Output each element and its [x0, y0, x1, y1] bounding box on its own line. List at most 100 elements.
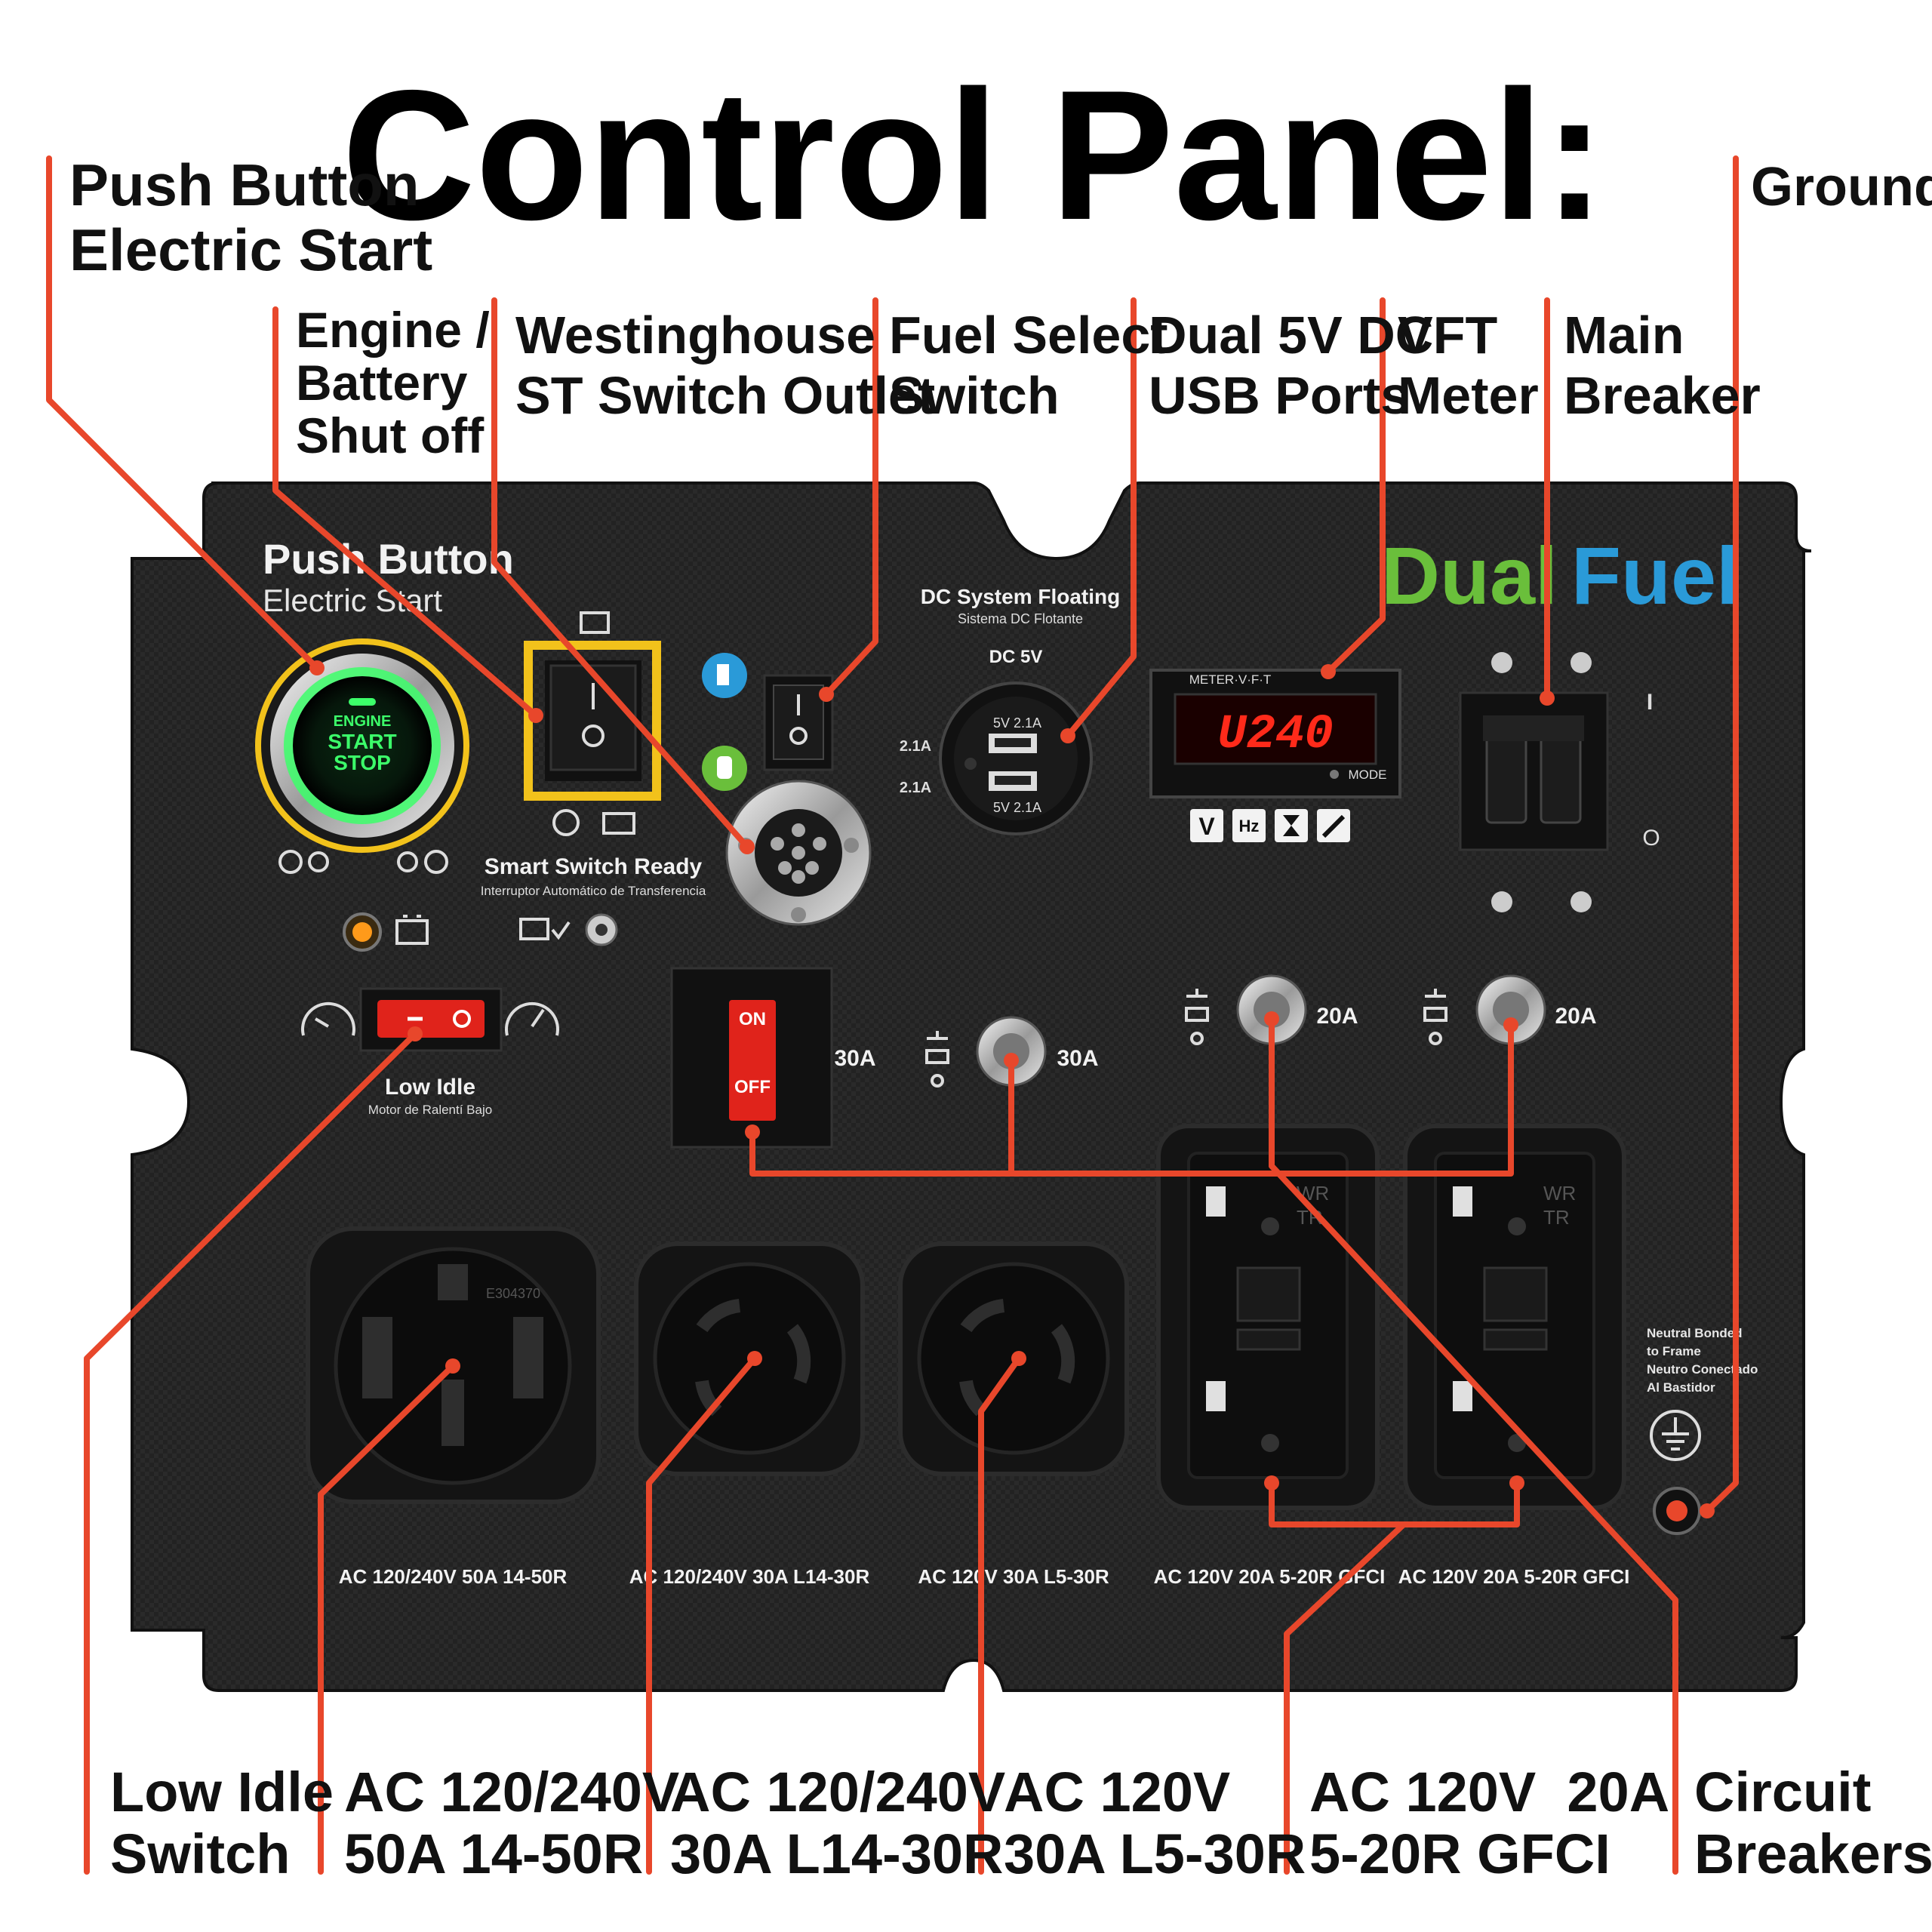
leader-engine-battery	[272, 306, 539, 718]
meter-mode-label: MODE	[1349, 768, 1387, 782]
outlet-label-l14-30r: AC 120/240V 30A L14-30R	[629, 1565, 870, 1588]
low-idle-switch[interactable]	[359, 987, 503, 1052]
callout-circuit-breakers-line2: Breakers	[1694, 1823, 1932, 1885]
main-breaker[interactable]	[1459, 691, 1609, 851]
callout-50a: AC 120/240V 50A 14-50R	[344, 1761, 679, 1885]
meter-mode-button[interactable]	[1330, 770, 1339, 779]
main-breaker-on-label: I	[1647, 690, 1653, 715]
propane-icon	[702, 746, 747, 791]
neutral-bonded-1: Neutral Bonded	[1647, 1326, 1743, 1340]
meter-icon-v: V	[1198, 813, 1215, 840]
low-idle-label-es: Motor de Ralentí Bajo	[368, 1103, 492, 1117]
callout-50a-line1: AC 120/240V	[344, 1761, 679, 1823]
callout-engine-battery-line2: Battery	[296, 355, 468, 411]
speed-icons	[301, 1001, 559, 1036]
ground-terminal[interactable]	[1653, 1487, 1701, 1535]
callout-l5: AC 120V 30A L5-30R	[1004, 1761, 1306, 1885]
switch-off-label: OFF	[734, 1077, 771, 1097]
leader-dots	[309, 660, 1715, 1518]
outlet-gfci-b[interactable]	[1403, 1124, 1626, 1510]
usb-bottom-label: 5V 2.1A	[993, 800, 1041, 815]
callout-fuel-select: Fuel Select Switch	[889, 306, 1168, 425]
smart-switch-label-es: Interruptor Automático de Transferencia	[481, 884, 706, 898]
leader-l14	[646, 1355, 758, 1875]
callout-l14-line1: AC 120/240V	[670, 1761, 1005, 1823]
breaker-30a-label-a: 30A	[834, 1046, 875, 1071]
gasoline-icon	[702, 653, 747, 698]
callout-circuit-breakers-line1: Circuit	[1694, 1761, 1871, 1823]
leader-st-switch	[491, 297, 750, 850]
callout-l14-line2: 30A L14-30R	[670, 1823, 1003, 1885]
leader-usb	[1065, 297, 1137, 739]
start-button-engine: ENGINE	[334, 713, 392, 730]
panel-push-button-title: Push Button	[263, 535, 514, 583]
callout-gfci: AC 120V 20A 5-20R GFCI	[1309, 1761, 1669, 1885]
page-title: Control Panel:	[342, 51, 1605, 258]
leader-fuel-select	[823, 297, 878, 697]
leader-lines	[46, 155, 1739, 1875]
callout-vft: VFT Meter	[1398, 306, 1539, 425]
breaker-30a-push[interactable]	[976, 1016, 1047, 1087]
callout-l14: AC 120/240V 30A L14-30R	[670, 1761, 1005, 1885]
callout-low-idle: Low Idle Switch	[110, 1761, 334, 1885]
breaker-icon	[925, 1031, 949, 1088]
main-breaker-screws	[1491, 652, 1592, 912]
engine-off-icons	[552, 809, 635, 836]
callout-gfci-line2: 5-20R GFCI	[1309, 1823, 1611, 1885]
brand-dual: Dual	[1381, 530, 1558, 621]
callout-engine-battery-line3: Shut off	[296, 408, 485, 463]
leader-50a	[318, 1363, 456, 1875]
outlet-gfci-a[interactable]	[1156, 1124, 1380, 1510]
engine-battery-switch[interactable]	[524, 641, 661, 801]
leader-low-idle	[84, 1031, 418, 1875]
gfci-b-tr: TR	[1543, 1206, 1570, 1229]
start-button-stop: STOP	[334, 751, 391, 774]
start-stop-button[interactable]: ENGINE START STOP	[255, 638, 469, 853]
battery-charge-icon	[580, 611, 610, 634]
usb-top-label: 5V 2.1A	[993, 715, 1041, 731]
callout-circuit-breakers: Circuit Breakers	[1694, 1761, 1932, 1885]
meter-label: METER·V·F·T	[1189, 672, 1272, 687]
leader-ground	[1704, 155, 1739, 1514]
callout-gfci-line1: AC 120V 20A	[1309, 1761, 1669, 1823]
start-button-start: START	[328, 730, 396, 753]
breaker-30a-switch[interactable]	[670, 967, 833, 1149]
callout-main-breaker: Main Breaker	[1564, 306, 1761, 425]
usb-ports[interactable]	[939, 681, 1093, 835]
callout-l5-line2: 30A L5-30R	[1004, 1823, 1306, 1885]
leader-l5	[978, 1355, 1022, 1875]
callout-st-switch-line1: Westinghouse	[515, 306, 875, 365]
callout-ground: Ground	[1751, 157, 1932, 217]
callout-low-idle-line2: Switch	[110, 1823, 290, 1885]
callout-usb-line1: Dual 5V DC	[1149, 306, 1433, 365]
breaker-icon-20a-a	[1185, 989, 1209, 1045]
leader-breaker-bus	[749, 1022, 1514, 1177]
start-icons	[278, 850, 448, 874]
dc-floating-label-es: Sistema DC Flotante	[958, 611, 1083, 626]
usb-left-bottom-label: 2.1A	[900, 780, 931, 796]
hourglass-icon	[1275, 809, 1308, 842]
smart-switch-label: Smart Switch Ready	[485, 854, 703, 879]
battery-icon	[395, 915, 429, 945]
meter-icons: V Hz	[1190, 809, 1350, 842]
leader-push-button	[46, 155, 320, 671]
callout-st-switch-line2: ST Switch Outlet	[515, 366, 935, 425]
meter-icon-hz: Hz	[1239, 817, 1260, 835]
callout-50a-line2: 50A 14-50R	[344, 1823, 643, 1885]
callout-vft-line1: VFT	[1398, 306, 1497, 365]
st-switch-outlet[interactable]	[725, 780, 872, 926]
callout-push-button-line1: Push Button	[69, 152, 420, 218]
leader-vft	[1325, 297, 1386, 675]
outlet-label-l5-30r: AC 120V 30A L5-30R	[918, 1565, 1109, 1588]
neutral-bonded-4: Al Bastidor	[1647, 1380, 1715, 1395]
callout-push-button: Push Button Electric Start	[69, 152, 432, 283]
low-idle-label: Low Idle	[385, 1075, 475, 1100]
callout-low-idle-line1: Low Idle	[110, 1761, 334, 1823]
vft-meter	[1149, 669, 1401, 798]
dc-floating-label: DC System Floating	[921, 585, 1120, 608]
breaker-30a-label-b: 30A	[1057, 1046, 1098, 1071]
callout-usb-line2: USB Ports	[1149, 366, 1410, 425]
ground-symbol-icon	[1650, 1410, 1701, 1461]
meter-reading: U240	[1217, 708, 1334, 762]
